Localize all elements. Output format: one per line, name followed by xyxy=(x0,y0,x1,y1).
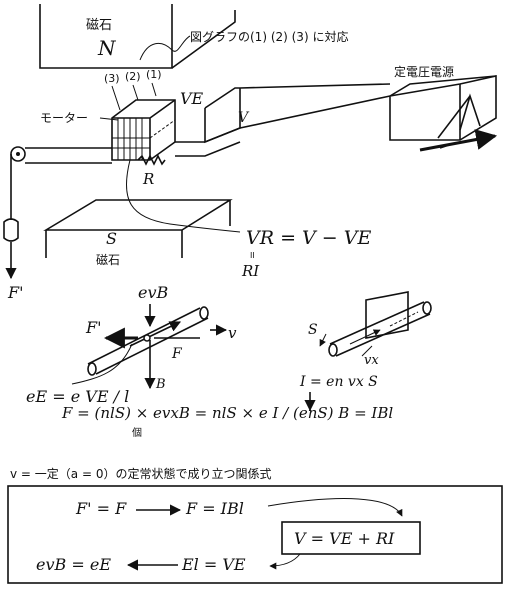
voltage-eq-box xyxy=(281,521,421,555)
resistor: R xyxy=(137,154,166,188)
magnet-top-label: 磁石 xyxy=(86,18,112,33)
voltmeter-box: V xyxy=(204,83,391,144)
ri-label: RI xyxy=(241,262,260,280)
s-label-mid: S xyxy=(308,322,318,338)
v-label-top: V xyxy=(238,110,250,126)
ko-label: 個 xyxy=(132,426,142,439)
magnet-bottom-label: 磁石 xyxy=(96,252,120,267)
force-eq: F = (nlS) × evxB = nlS × e I / (enS) B =… xyxy=(61,404,393,422)
source-label: 定電圧電源 xyxy=(394,64,454,79)
relations: F' = F F = IBl V = VE + RI evB = eE El =… xyxy=(36,498,421,574)
pos3-label: (3) xyxy=(104,72,120,85)
ve-label: VE xyxy=(180,89,204,108)
graph-note-text: 図グラフの(1) (2) (3) に対応 xyxy=(190,30,348,44)
force-equation: F = (nlS) × evxB = nlS × e I / (enS) B =… xyxy=(61,404,393,439)
current-eq: I = en vx S xyxy=(299,374,378,390)
eq-ff: F' = F xyxy=(75,499,127,518)
power-source: 定電圧電源 xyxy=(389,64,498,152)
v-label-mid: v xyxy=(228,324,237,342)
vx-label: vx xyxy=(364,353,379,368)
eq-v: V = VE + RI xyxy=(294,529,395,548)
eq-el: El = VE xyxy=(181,555,246,574)
conductor-diagram: evB F' v F B eE = e VE / l xyxy=(26,283,237,406)
f-prime-mid: F' xyxy=(85,318,102,337)
pos1-label: (1) xyxy=(146,68,162,81)
magnet-top-pole: N xyxy=(97,36,117,60)
rails xyxy=(25,127,241,164)
pos2-label: (2) xyxy=(125,70,141,83)
relations-heading: v = 一定（a = 0）の定常状態で成り立つ関係式 xyxy=(10,466,271,481)
magnet-bottom: S 磁石 xyxy=(43,199,233,267)
ee-eq: eE = e VE / l xyxy=(26,387,129,406)
eq-fibl: F = IBl xyxy=(185,499,244,518)
eq-evb: evB = eE xyxy=(36,555,111,574)
f-prime-top: F' xyxy=(7,283,24,302)
pulley-weight: F' xyxy=(3,146,26,302)
eq-sign: II xyxy=(250,251,255,260)
motor-block xyxy=(111,99,176,161)
magnet-bottom-pole: S xyxy=(106,229,117,248)
current-diagram: S vx I = en vx S xyxy=(299,291,432,412)
r-label: R xyxy=(142,170,154,188)
evb-label: evB xyxy=(138,283,169,302)
wire-to-vr xyxy=(125,159,241,233)
graph-note: 図グラフの(1) (2) (3) に対応 xyxy=(139,30,348,61)
relations-box xyxy=(7,485,503,584)
vr-equation: VR = V − VE II RI xyxy=(241,227,371,280)
magnet-top: 磁石 N xyxy=(39,4,236,69)
vr-eq-text: VR = V − VE xyxy=(246,227,371,249)
b-label-mid: B xyxy=(155,377,166,392)
motor-label: モーター xyxy=(40,111,88,125)
f-label-mid: F xyxy=(171,346,183,362)
